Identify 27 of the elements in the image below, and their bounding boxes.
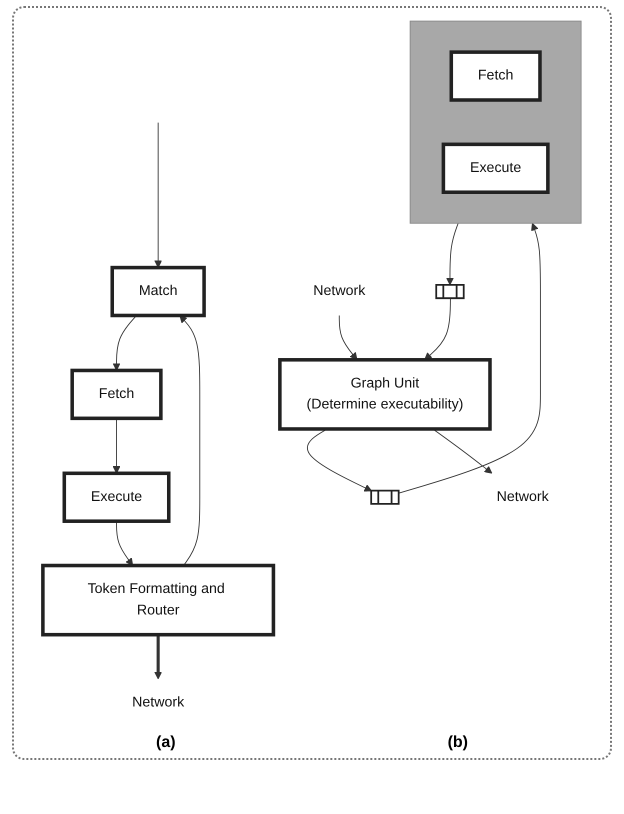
- node-text: Network: [496, 489, 549, 504]
- node-text: Network: [132, 694, 184, 710]
- figure-label: (a): [156, 734, 176, 752]
- arrow: [307, 428, 372, 492]
- arrow: [446, 222, 459, 286]
- figure-label: (b): [448, 734, 468, 752]
- arrow: [432, 428, 492, 474]
- node-text: Network: [313, 284, 366, 299]
- arrow: [154, 122, 162, 268]
- node-box: Match: [110, 266, 206, 318]
- node-box: Fetch: [450, 50, 542, 102]
- node-queue: [435, 284, 465, 300]
- node-box: Token Formatting and Router: [41, 564, 276, 636]
- node-box: Fetch: [70, 368, 163, 420]
- arrow: [424, 298, 451, 360]
- arrow: [154, 634, 162, 680]
- arrow: [116, 520, 134, 566]
- arrow: [179, 315, 200, 566]
- node-box: Execute: [442, 142, 550, 194]
- arrow: [338, 315, 358, 360]
- node-box: Execute: [62, 472, 171, 523]
- arrow: [398, 222, 541, 494]
- node-queue: [370, 490, 400, 505]
- arrow: [112, 315, 137, 371]
- cluster: [410, 20, 582, 224]
- arrow: [112, 418, 120, 474]
- node-box: Graph Unit (Determine executability): [278, 358, 492, 431]
